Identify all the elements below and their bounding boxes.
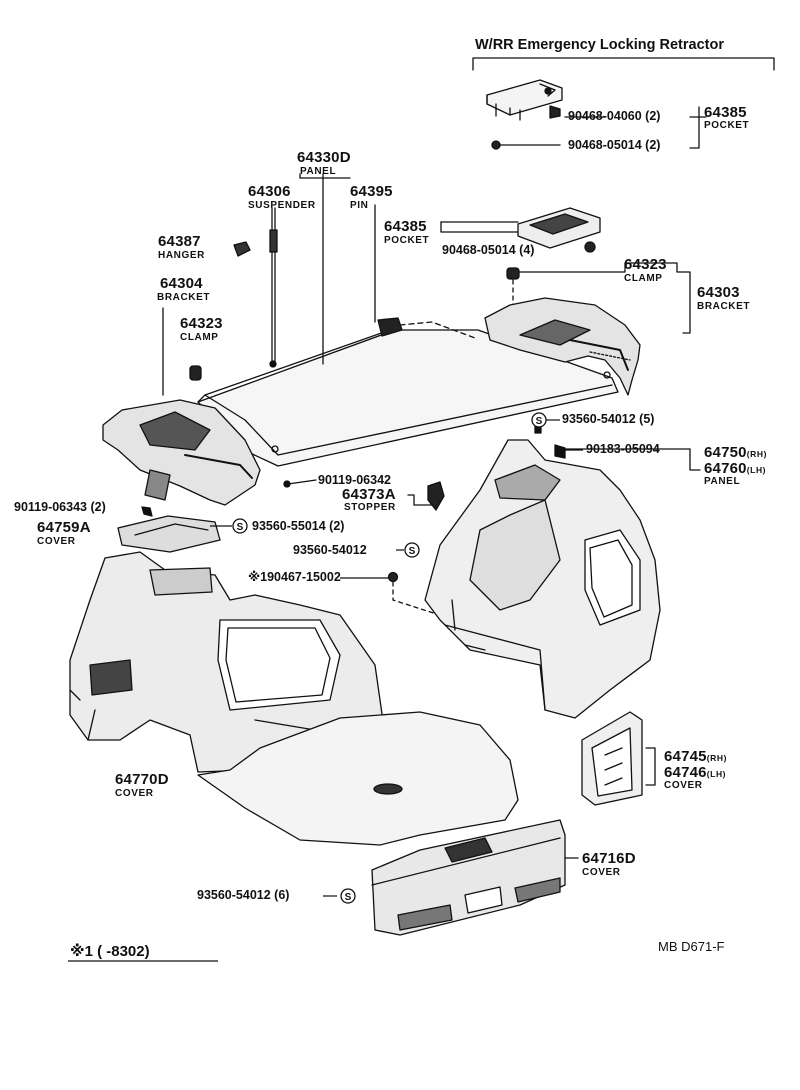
callout-93560-54012: 93560-54012	[293, 543, 367, 557]
pin-drawing	[374, 204, 476, 339]
callout-93560-54012-x5: 93560-54012 (5)	[562, 412, 655, 426]
callout-90468-04060: 90468-04060 (2)	[568, 109, 661, 123]
suspender-drawing	[269, 207, 278, 368]
callout-64759A-part: 64759A	[37, 519, 91, 536]
callout-64303-part: 64303	[697, 284, 740, 301]
callout-64760: 64760(LH)	[704, 460, 767, 477]
callout-64746: 64746(LH)	[664, 764, 727, 781]
callout-64323-left-name: CLAMP	[180, 332, 219, 343]
side-panel-lh-drawing	[69, 551, 386, 781]
drawing-code: MB D671-F	[658, 939, 725, 954]
callout-64385-top-name: POCKET	[704, 120, 750, 131]
callout-90119-06342: 90119-06342	[318, 473, 391, 487]
callout-64304-part: 64304	[160, 275, 203, 292]
callout-64750: 64750(RH)	[704, 444, 768, 461]
callout-64746-name: COVER	[664, 780, 703, 791]
callout-64387-name: HANGER	[158, 250, 205, 261]
pocket-middle-drawing	[440, 207, 601, 253]
callout-64323-left-part: 64323	[180, 315, 223, 332]
bracket-right-drawing	[484, 271, 691, 396]
callout-64306-name: SUSPENDER	[248, 200, 316, 211]
callout-64306-part: 64306	[248, 183, 291, 200]
callout-90183-05094: 90183-05094	[586, 442, 660, 456]
callout-64387-part: 64387	[158, 233, 201, 250]
callout-64304-name: BRACKET	[157, 292, 211, 303]
callout-93560-55014: 93560-55014 (2)	[252, 519, 345, 533]
callout-64716D-name: COVER	[582, 867, 621, 878]
side-cover-small-drawing	[581, 711, 656, 806]
callout-64385-top-part: 64385	[704, 104, 747, 121]
callout-64760-name: PANEL	[704, 476, 741, 487]
callout-64323-right-part: 64323	[624, 256, 667, 273]
callout-64373A-name: STOPPER	[344, 502, 396, 513]
small-pocket-drawing	[486, 79, 606, 150]
cover-64759A-drawing	[117, 506, 221, 553]
callout-190467-15002: ※190467-15002	[248, 570, 341, 584]
callout-64395-name: PIN	[350, 200, 369, 211]
bracket-left-drawing	[102, 307, 261, 506]
callout-64385-mid-part: 64385	[384, 218, 427, 235]
callout-64303-name: BRACKET	[697, 301, 751, 312]
callout-64395-part: 64395	[350, 183, 393, 200]
callout-64385-mid-name: POCKET	[384, 235, 430, 246]
callout-64770D-part: 64770D	[115, 771, 169, 788]
footnote: ※1 ( -8302)	[70, 943, 150, 960]
header-title: W/RR Emergency Locking Retractor	[475, 37, 724, 53]
screw-symbol: S	[345, 892, 352, 903]
callout-64759A-name: COVER	[37, 536, 76, 547]
callout-64330D-name: PANEL	[300, 166, 337, 177]
carpet-cover-drawing	[197, 711, 519, 846]
callout-64373A-part: 64373A	[342, 486, 396, 503]
callout-64716D-part: 64716D	[582, 850, 636, 867]
scuff-plate-drawing	[371, 819, 579, 936]
callout-64330D-part: 64330D	[297, 149, 351, 166]
callout-64323-right-name: CLAMP	[624, 273, 663, 284]
side-panel-rh-drawing	[424, 422, 701, 719]
callout-64745: 64745(RH)	[664, 748, 728, 765]
rear-shelf-panel-drawing	[197, 173, 619, 467]
callout-90468-05014-top: 90468-05014 (2)	[568, 138, 661, 152]
screw-symbol: S	[536, 416, 543, 427]
screw-symbol: S	[409, 546, 416, 557]
callout-90119-06343: 90119-06343 (2)	[14, 500, 106, 514]
callout-90468-05014-mid: 90468-05014 (4)	[442, 243, 535, 257]
callout-93560-54012-x6: 93560-54012 (6)	[197, 888, 290, 902]
callout-64770D-name: COVER	[115, 788, 154, 799]
screw-symbol: S	[237, 522, 244, 533]
